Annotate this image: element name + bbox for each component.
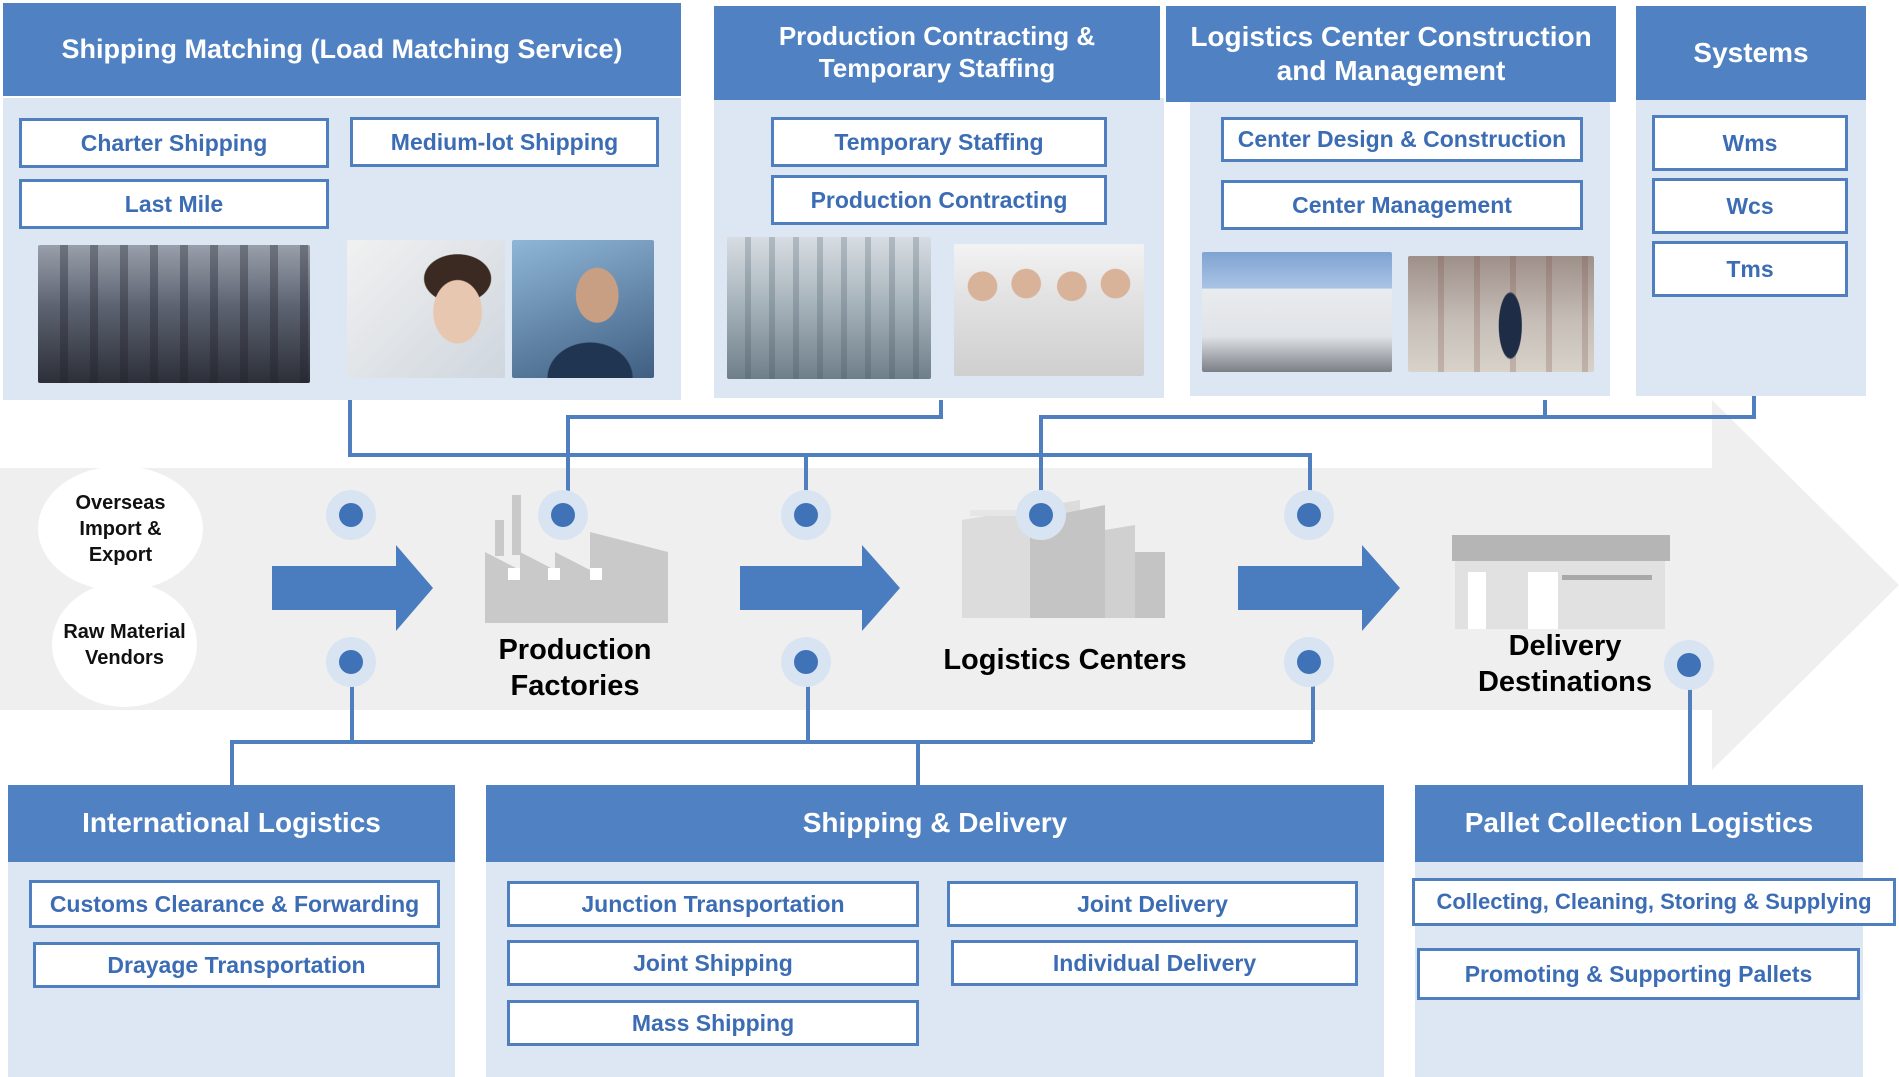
- systems-header: Systems: [1636, 6, 1866, 100]
- operator-on-phone-photo: [347, 240, 505, 378]
- production-contracting-header: Production Contracting & Temporary Staff…: [714, 6, 1160, 100]
- factory-floor-photo: [727, 237, 931, 379]
- center-management-button[interactable]: Center Management: [1221, 180, 1583, 230]
- factory-workers-photo: [954, 244, 1144, 376]
- shipping-delivery-header: Shipping & Delivery: [486, 785, 1384, 862]
- shipping-matching-header: Shipping Matching (Load Matching Service…: [3, 3, 681, 96]
- connector-dot: [1284, 637, 1334, 687]
- temporary-staffing-button[interactable]: Temporary Staffing: [771, 117, 1107, 167]
- top-connectors: [348, 395, 1756, 512]
- individual-delivery-button[interactable]: Individual Delivery: [951, 940, 1358, 986]
- connector-dot: [781, 490, 831, 540]
- production-contracting-button[interactable]: Production Contracting: [771, 175, 1107, 225]
- pallet-collection-title: Pallet Collection Logistics: [1464, 807, 1814, 839]
- shipping-delivery-title: Shipping & Delivery: [802, 807, 1068, 839]
- junction-transportation-button[interactable]: Junction Transportation: [507, 881, 919, 927]
- arrow-to-factories: [272, 545, 433, 631]
- systems-title: Systems: [1693, 36, 1809, 68]
- flow-arrows: [272, 545, 1400, 631]
- connector-dot: [1664, 640, 1714, 690]
- arrow-to-destinations: [1238, 545, 1400, 631]
- center-design-construction-button[interactable]: Center Design & Construction: [1221, 117, 1583, 162]
- tms-button[interactable]: Tms: [1652, 241, 1848, 297]
- logistics-center-title: Logistics Center Construction and Manage…: [1190, 20, 1592, 86]
- connector-dot: [781, 637, 831, 687]
- dispatcher-photo: [512, 240, 654, 378]
- international-logistics-header: International Logistics: [8, 785, 455, 862]
- joint-delivery-button[interactable]: Joint Delivery: [947, 881, 1358, 927]
- production-factories-label: Production Factories: [498, 634, 652, 703]
- wcs-button[interactable]: Wcs: [1652, 178, 1848, 234]
- last-mile-button[interactable]: Last Mile: [19, 179, 329, 229]
- connector-dot: [326, 490, 376, 540]
- joint-shipping-button[interactable]: Joint Shipping: [507, 940, 919, 986]
- connector-dot: [1016, 490, 1066, 540]
- promoting-supporting-pallets-button[interactable]: Promoting & Supporting Pallets: [1417, 948, 1860, 1000]
- connector-dot: [1284, 490, 1334, 540]
- flow-band: [0, 400, 1899, 770]
- drayage-transportation-button[interactable]: Drayage Transportation: [33, 942, 440, 988]
- logistics-building-photo: [1202, 252, 1392, 372]
- store-icon: [1452, 535, 1670, 629]
- pallet-collection-header: Pallet Collection Logistics: [1415, 785, 1863, 862]
- wms-button[interactable]: Wms: [1652, 115, 1848, 171]
- customs-clearance-forwarding-button[interactable]: Customs Clearance & Forwarding: [29, 880, 440, 928]
- medium-lot-shipping-button[interactable]: Medium-lot Shipping: [350, 117, 659, 167]
- collecting-cleaning-storing-supplying-button[interactable]: Collecting, Cleaning, Storing & Supplyin…: [1412, 878, 1896, 926]
- charter-shipping-button[interactable]: Charter Shipping: [19, 118, 329, 168]
- raw-material-vendors-source: Raw Material Vendors: [52, 582, 197, 707]
- connector-dot: [538, 490, 588, 540]
- call-center-office-photo: [38, 245, 310, 383]
- arrow-to-centers: [740, 545, 900, 631]
- warehouse-interior-photo: [1408, 256, 1594, 372]
- shipping-matching-title: Shipping Matching (Load Matching Service…: [61, 34, 623, 65]
- international-logistics-title: International Logistics: [82, 807, 381, 839]
- production-contracting-title: Production Contracting & Temporary Staff…: [778, 21, 1096, 83]
- overseas-import-export-source: Overseas Import & Export: [38, 466, 203, 591]
- delivery-destinations-label: Delivery Destinations: [1477, 630, 1653, 699]
- mass-shipping-button[interactable]: Mass Shipping: [507, 1000, 919, 1046]
- factory-icon: [485, 495, 668, 623]
- connector-dot: [326, 637, 376, 687]
- logistics-centers-label: Logistics Centers: [943, 644, 1187, 676]
- logistics-center-header: Logistics Center Construction and Manage…: [1166, 6, 1616, 102]
